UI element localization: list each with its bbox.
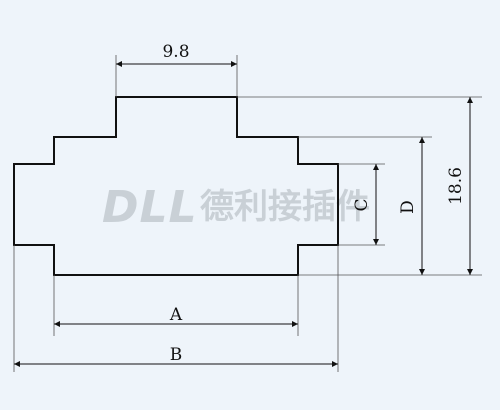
dim-label-overall-height: 18.6 bbox=[446, 167, 466, 205]
watermark-latin: DLL bbox=[102, 182, 198, 233]
dim-label-top-width: 9.8 bbox=[162, 42, 189, 62]
extension-lines bbox=[13, 55, 482, 372]
dim-label-c: C bbox=[352, 198, 372, 211]
dim-label-a: A bbox=[169, 305, 183, 325]
part-outline bbox=[13, 96, 339, 276]
dim-label-d: D bbox=[398, 200, 418, 214]
dimension-lines bbox=[14, 61, 473, 367]
dim-label-b: B bbox=[170, 345, 183, 365]
watermark-cjk: 德利接插件 bbox=[200, 187, 370, 227]
watermark: DLL 德利接插件 bbox=[102, 182, 370, 233]
